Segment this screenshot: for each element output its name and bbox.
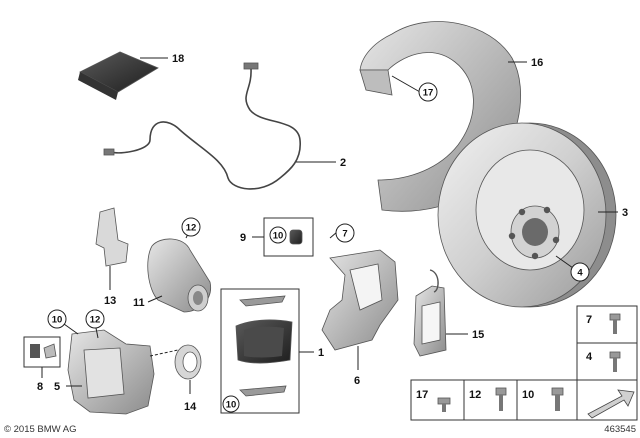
leader-12-caliper — [95, 327, 99, 339]
callout-12-circle-motor — [181, 217, 201, 237]
callout-6: 6 — [354, 375, 360, 387]
legend-label-7: 7 — [586, 314, 592, 326]
legend-label-12: 12 — [469, 389, 481, 401]
legend-bolt-4-icon — [609, 351, 621, 359]
callout-10-kit: 10 — [273, 231, 284, 242]
legend-bolt-4-shank — [613, 358, 617, 372]
copyright-text: © 2015 BMW AG — [4, 424, 76, 435]
part-3-brake-disc — [437, 122, 617, 308]
callout-1: 1 — [318, 347, 324, 359]
legend-cell-12 — [463, 379, 518, 421]
part-18-pad — [78, 51, 159, 100]
callout-2: 2 — [340, 157, 346, 169]
callout-9: 9 — [240, 232, 246, 244]
legend-cell-10 — [516, 379, 578, 421]
callout-8: 8 — [37, 381, 43, 393]
leader-10-caliper — [63, 323, 79, 335]
leader-4-disc — [555, 255, 574, 269]
callout-16: 16 — [531, 57, 543, 69]
legend-bolt-7-icon — [609, 313, 621, 321]
legend-cell-7 — [576, 305, 638, 344]
legend-bolt-10-shank — [555, 395, 560, 411]
callout-4-circle — [570, 262, 590, 282]
part-1-brake-pads — [235, 295, 293, 397]
callout-10-circle-kit — [269, 226, 287, 244]
callout-15: 15 — [472, 329, 484, 341]
legend-label-10: 10 — [522, 389, 534, 401]
legend-bolt-7-shank — [613, 320, 617, 334]
callout-10-circle-pads — [222, 395, 240, 413]
callout-12-circle-caliper — [85, 309, 105, 329]
leader-dashed-seal — [149, 349, 179, 357]
legend-bolt-10-icon — [551, 387, 564, 396]
callout-18: 18 — [172, 53, 184, 65]
legend-bolt-12-shank — [499, 395, 503, 411]
callout-7-circle — [335, 223, 355, 243]
legend-bolt-17-shank — [442, 404, 446, 412]
callout-3: 3 — [622, 207, 628, 219]
callout-11: 11 — [133, 297, 145, 309]
leader-17-shield — [391, 75, 421, 93]
callout-12-motor: 12 — [186, 223, 197, 234]
part-5-caliper — [67, 329, 155, 415]
part-2-wear-sensor — [103, 62, 301, 190]
legend-bolt-12-icon — [495, 387, 507, 396]
legend-bolt-17-icon — [437, 397, 451, 405]
part-15-spring-clip — [413, 269, 447, 357]
hardware-legend: 7 4 17 12 10 — [410, 305, 638, 421]
callout-17-circle — [418, 82, 438, 102]
callout-7: 7 — [342, 229, 347, 240]
legend-label-17: 17 — [416, 389, 428, 401]
callout-10-pads: 10 — [226, 400, 237, 411]
legend-label-4: 4 — [586, 351, 593, 363]
part-14-seal-ring — [174, 344, 202, 380]
callout-4: 4 — [577, 268, 583, 279]
leader-11 — [147, 295, 163, 303]
callout-14: 14 — [184, 401, 197, 413]
callout-10-circle-caliper — [47, 309, 67, 329]
legend-cell-17 — [410, 379, 465, 421]
diagram-number: 463545 — [604, 424, 636, 435]
part-10-guide-bolt — [289, 229, 303, 245]
part-6-caliper-carrier — [321, 249, 399, 351]
part-11-motor — [147, 238, 212, 313]
callout-13: 13 — [104, 295, 116, 307]
part-8-bleeder — [30, 343, 57, 359]
direction-arrow-icon — [587, 389, 635, 419]
callout-12-caliper: 12 — [90, 315, 101, 326]
callout-17: 17 — [423, 88, 434, 99]
legend-cell-4 — [576, 342, 638, 381]
part-1-pad-box — [220, 288, 300, 414]
callout-10-caliper: 10 — [52, 315, 63, 326]
callout-5: 5 — [54, 381, 60, 393]
part-13-bracket — [95, 207, 129, 267]
